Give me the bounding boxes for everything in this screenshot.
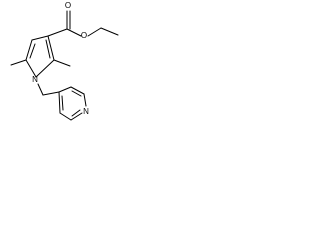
bond-c2-c3 [47, 35, 55, 61]
double-bond-c4-c5 [29, 43, 36, 59]
ester-carbonyl-oxygen-label: O [65, 1, 71, 10]
bond-c2-methyl [53, 59, 71, 67]
bond-alkoxy-o-ch2 [87, 27, 102, 37]
double-bond-py-c3-c2 [71, 90, 82, 97]
bond-n1-c2 [35, 59, 55, 78]
bonds [10, 10, 119, 121]
atom-labels: O O N N [32, 1, 89, 116]
ester-alkoxy-oxygen-label: O [81, 31, 87, 40]
chemical-structure: O O N N [10, 1, 119, 121]
pyrrole-nitrogen-label: N [32, 75, 38, 84]
double-bond-c2-c3 [45, 39, 51, 59]
bond-c3-carbonyl [47, 28, 68, 37]
pyridine-nitrogen-label: N [83, 107, 89, 116]
bond-ch2-pyridine [42, 91, 60, 96]
bond-py-c5-c4 [58, 91, 61, 114]
bond-c4-c5 [25, 39, 33, 61]
bond-py-c6-c5 [59, 112, 72, 121]
bond-py-c4-c3 [58, 86, 72, 93]
double-bond-py-c5-c4 [61, 95, 64, 111]
bond-c5-n1 [25, 59, 37, 78]
bond-c3-c4 [31, 35, 49, 41]
bond-py-n-c6 [70, 112, 83, 121]
bond-n1-ch2 [37, 83, 44, 96]
bond-carbonyl-alkoxy-o [66, 28, 82, 37]
bond-py-c2-n [83, 93, 87, 107]
bond-py-c3-c2 [70, 86, 85, 95]
bond-c5-methyl [10, 59, 27, 66]
bond-ethyl-ch2-ch3 [100, 27, 119, 36]
double-bond-py-n-c6 [71, 109, 81, 117]
